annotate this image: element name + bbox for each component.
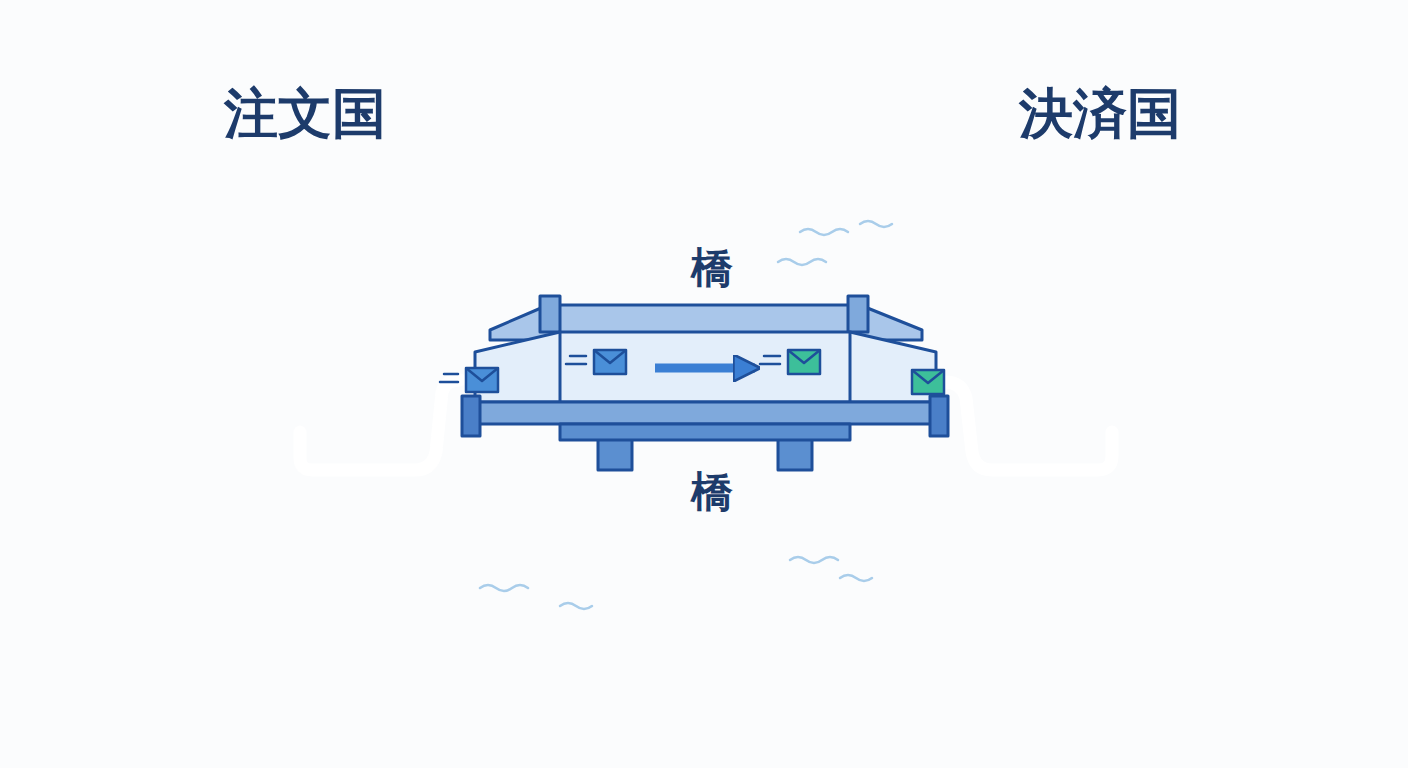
crenel	[1186, 255, 1194, 267]
crenel	[1170, 255, 1178, 267]
roof	[273, 194, 337, 242]
crenel	[1000, 328, 1010, 340]
back-tower	[1170, 267, 1210, 367]
envelopes	[440, 350, 944, 394]
land-edge	[848, 209, 1345, 680]
window	[298, 256, 312, 276]
keep	[1068, 302, 1152, 362]
window	[1018, 372, 1030, 390]
castle	[1000, 170, 1220, 432]
crenel	[365, 255, 373, 267]
keep	[263, 302, 347, 362]
castle-wall	[1035, 352, 1185, 432]
side-tower	[1172, 340, 1220, 432]
crenel	[290, 340, 320, 352]
crenel	[237, 255, 245, 267]
crenel	[397, 255, 405, 267]
window	[1103, 256, 1117, 276]
crenel	[1172, 328, 1182, 340]
bridge-label: 橋	[691, 243, 733, 293]
flag	[305, 170, 331, 186]
window	[1086, 320, 1098, 338]
side-tower	[1000, 340, 1048, 432]
window	[1122, 320, 1134, 338]
flag-pole	[304, 170, 307, 194]
crenel	[1210, 328, 1220, 340]
land-shape	[55, 70, 655, 700]
crenel	[230, 340, 260, 352]
window	[385, 372, 397, 390]
castle-gate	[285, 382, 325, 432]
crenel	[1042, 255, 1050, 267]
crenel	[367, 328, 377, 340]
crenel	[221, 255, 229, 267]
crenel	[1202, 255, 1210, 267]
back-tower	[365, 267, 405, 367]
country-region: 注文国	[55, 70, 655, 700]
window	[281, 320, 293, 338]
country-name: 決済国	[1019, 82, 1181, 147]
bridge	[462, 296, 948, 470]
crenel	[1035, 340, 1065, 352]
crenel	[233, 328, 243, 340]
window	[317, 320, 329, 338]
crenel	[1095, 340, 1125, 352]
land-shape	[755, 70, 1355, 700]
country-region: 決済国	[755, 70, 1355, 700]
crenel	[405, 328, 415, 340]
flow-arrow	[655, 364, 755, 373]
crenel	[381, 255, 389, 267]
land	[60, 195, 562, 666]
crenel	[350, 340, 380, 352]
side-tower	[195, 340, 243, 432]
bridge-label: 橋	[691, 467, 733, 517]
crenel	[1010, 255, 1018, 267]
crenel	[1038, 328, 1048, 340]
land-edge	[60, 209, 562, 680]
flag	[1110, 170, 1136, 186]
crenel	[1026, 255, 1034, 267]
back-tower	[1010, 267, 1050, 367]
window	[1190, 372, 1202, 390]
castle	[195, 170, 415, 432]
window	[213, 372, 225, 390]
back-tower	[205, 267, 245, 367]
flag-pole	[1109, 170, 1112, 194]
castle-wall	[230, 352, 380, 432]
crenel	[386, 328, 396, 340]
crenel	[1019, 328, 1029, 340]
castle-gate	[1090, 382, 1130, 432]
crenel	[1155, 340, 1185, 352]
side-tower	[367, 340, 415, 432]
roof	[1078, 194, 1142, 242]
country-name: 注文国	[224, 82, 386, 147]
keep-tower	[1084, 242, 1136, 304]
land	[848, 195, 1345, 666]
keep-tower	[279, 242, 331, 304]
crenel	[214, 328, 224, 340]
crenel	[1191, 328, 1201, 340]
crenel	[205, 255, 213, 267]
crenel	[195, 328, 205, 340]
